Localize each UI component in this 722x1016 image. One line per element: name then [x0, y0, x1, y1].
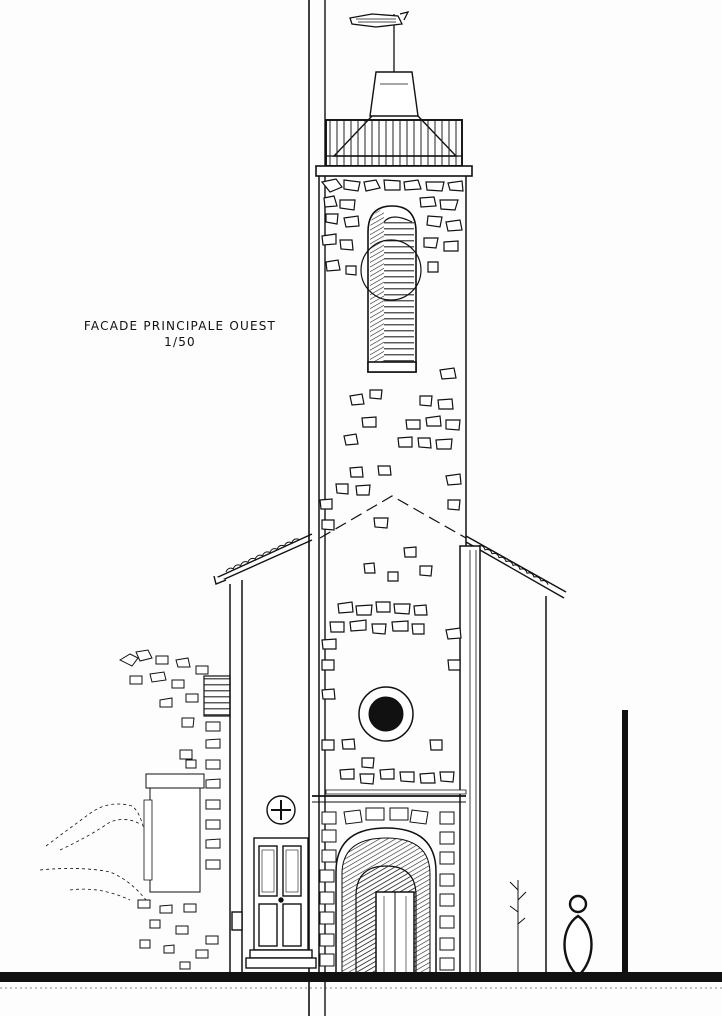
nave-walls — [229, 540, 547, 977]
main-portal — [319, 807, 455, 977]
oculus-window — [358, 686, 414, 742]
tower-stonework — [319, 178, 464, 531]
scale-rod — [622, 710, 628, 976]
side-door — [231, 795, 317, 969]
nave-roof — [213, 495, 567, 599]
weather-vane — [349, 11, 410, 72]
title-block: FACADE PRINCIPALE OUEST 1/50 — [70, 318, 290, 350]
plant — [509, 880, 527, 976]
scale-figure — [563, 894, 593, 978]
ruined-wall — [118, 649, 231, 970]
belfry-window — [360, 205, 422, 373]
bell-cage — [325, 71, 463, 167]
vegetation — [39, 803, 147, 901]
ground-line — [0, 972, 722, 989]
drawing-title: FACADE PRINCIPALE OUEST — [83, 319, 277, 333]
drawing-scale: 1/50 — [164, 335, 196, 349]
bell-tower — [315, 165, 473, 540]
facade-stonework — [321, 546, 467, 795]
